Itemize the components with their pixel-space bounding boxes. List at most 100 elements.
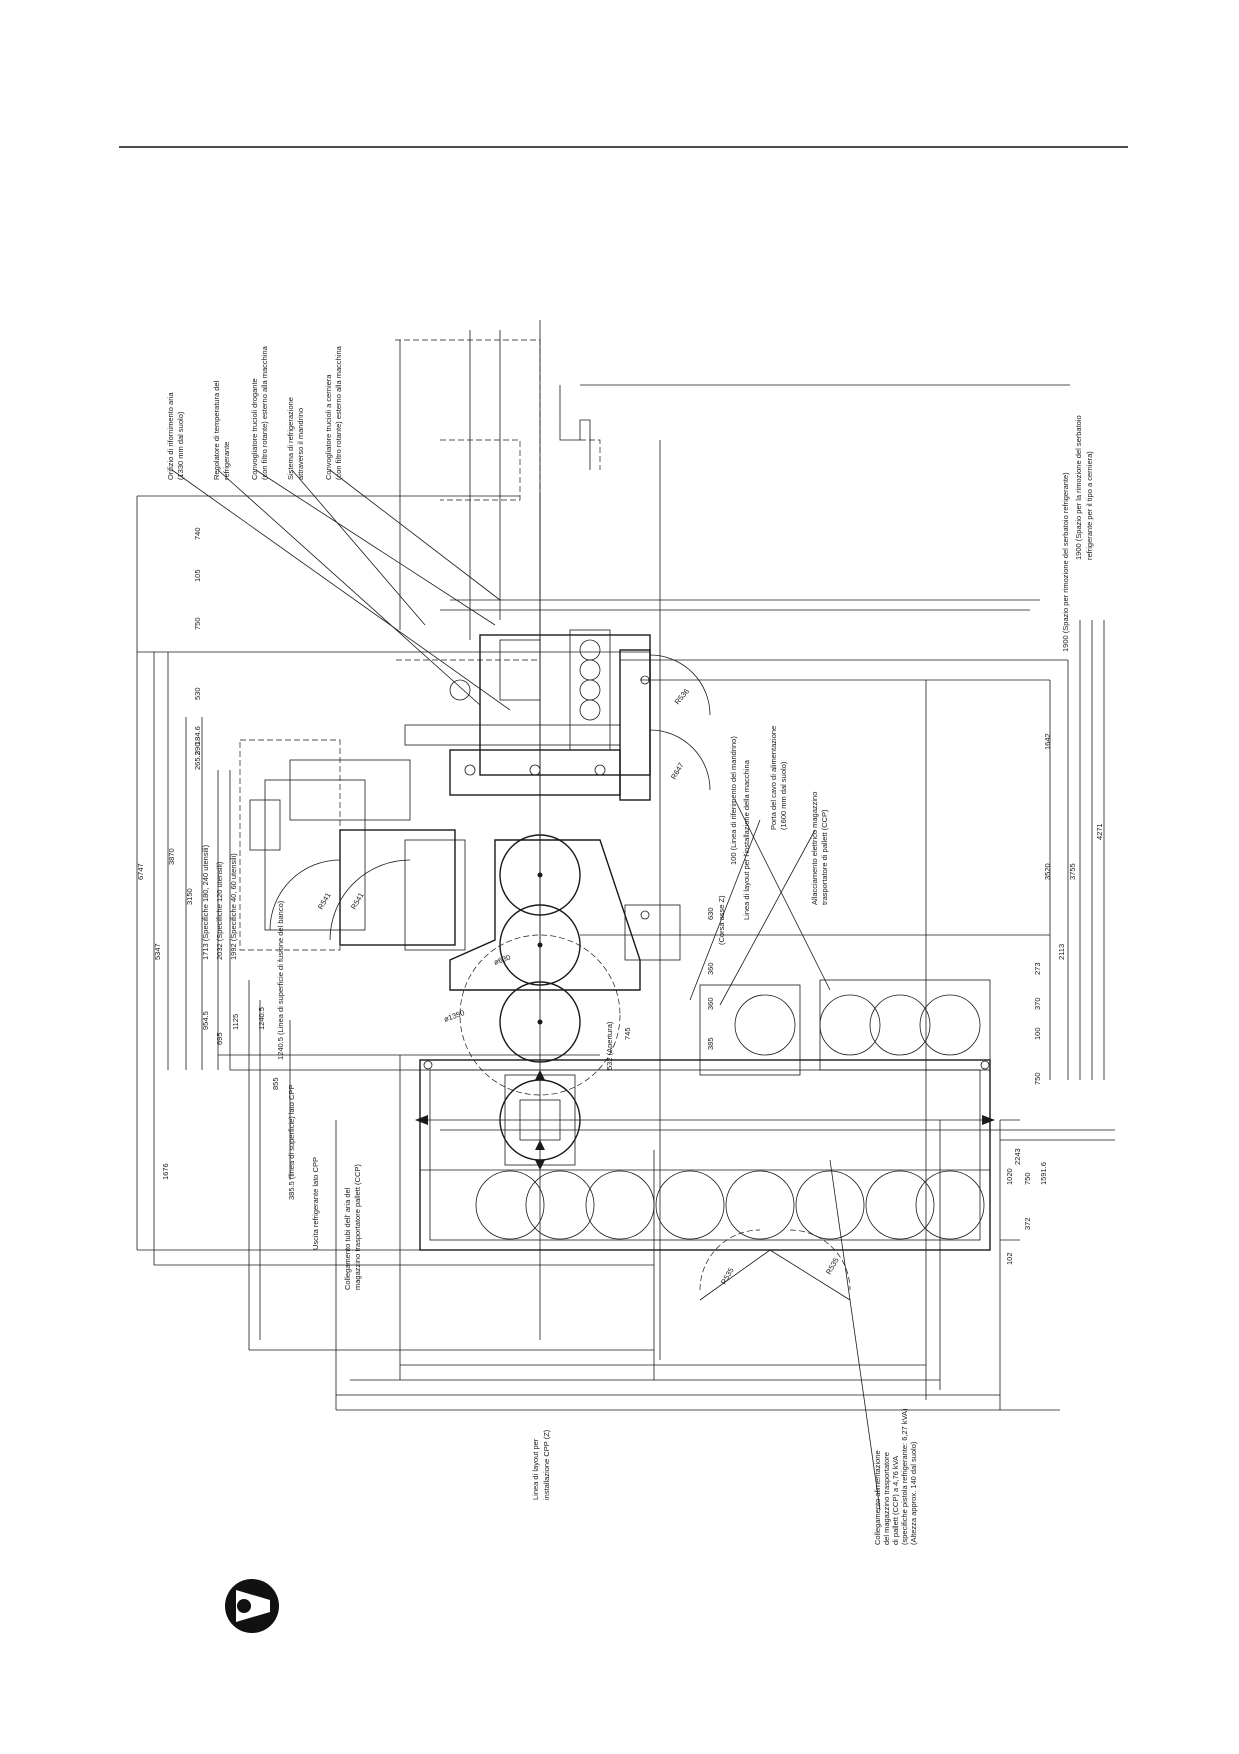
label-air-pipes-2: magazzino trasportatore pallett (CCP) — [353, 1164, 362, 1290]
dim-265: 265.2 — [193, 751, 202, 770]
dim-2243: 2243 — [1013, 1148, 1022, 1165]
label-coolant-exit: Uscita refrigerante lato CPP — [311, 1157, 320, 1250]
dim-184: 184.6 — [193, 726, 202, 745]
dim-630: 630 — [706, 907, 715, 920]
dim-3870: 3870 — [167, 848, 176, 865]
svg-text:Sistema di refrigerazioneattra: Sistema di refrigerazioneattraverso il m… — [286, 397, 305, 480]
label-tank1: 1900 (Spazio per rimozione del serbatoio… — [1061, 472, 1070, 652]
dim-273: 273 — [1033, 962, 1042, 975]
dim-102: 102 — [1005, 1252, 1014, 1265]
dim-745: 745 — [623, 1027, 632, 1040]
dim-spec-1992: 1992 (Specifiche 40, 60 utensili) — [229, 853, 238, 960]
dimension-frame — [136, 495, 1105, 1411]
label-elec-mag-1: Allacciamento elettrico magazzino — [810, 792, 819, 905]
label-spindle: 100 (Linea di riferimento del mandrino) — [729, 736, 738, 865]
svg-text:Porta del cavo di alimentazion: Porta del cavo di alimentazione(1600 mm … — [769, 726, 788, 830]
dim-530: 530 — [193, 687, 202, 700]
label-cooling-1: Sistema di refrigerazione — [286, 397, 295, 480]
label-layout-machine: Linea di layout per l'installazione dell… — [742, 759, 751, 920]
leader-lines — [171, 469, 881, 1511]
dim-1240: 1240.5 — [257, 1007, 266, 1030]
diameter-1350: ø1350 — [443, 1008, 466, 1024]
dim-1591: 1591.6 — [1039, 1162, 1048, 1185]
label-cpp-layout-1: Linea di layout per — [531, 1438, 540, 1500]
dim-855: 855 — [271, 1077, 280, 1090]
radius-r536: R536 — [673, 687, 691, 707]
dim-2113: 2113 — [1057, 944, 1066, 960]
dim-3755: 3755 — [1068, 863, 1077, 880]
label-air-2: (1330 mm dal suolo) — [176, 411, 185, 480]
label-power-conn-4: (specifiche pistola refrigerante: 6,27 k… — [900, 1408, 909, 1545]
radius-r535-b: R535 — [824, 1256, 841, 1276]
dim-390: 390 — [193, 742, 202, 755]
dim-100: 100 — [1033, 1027, 1042, 1040]
label-power-conn-3: di pallett (CCP) a 4,76 kVA — [891, 1456, 900, 1545]
label-coolant-out: 385.5 (linea di superficie) lato CPP — [287, 1085, 296, 1200]
dim-370: 370 — [1033, 997, 1042, 1010]
label-cpp-layout-2: installazione CPP (Z) — [542, 1429, 551, 1500]
label-chip2-1: Convogliatore trucioli a cerniera — [324, 374, 333, 480]
label-chip1-1: Convogliatore trucioli drogante — [250, 378, 259, 480]
dim-360-a: 360 — [706, 962, 715, 975]
text-labels: Orifizio di rifornimento aria(1330 mm da… — [166, 345, 1094, 1545]
label-power-cable-1: Porta del cavo di alimentazione — [769, 726, 778, 830]
diameter-630: ø630 — [493, 953, 512, 967]
svg-text:Allacciamento elettrico magazz: Allacciamento elettrico magazzinotraspor… — [810, 792, 829, 905]
svg-text:Orifizio di rifornimento aria(: Orifizio di rifornimento aria(1330 mm da… — [166, 392, 185, 480]
dim-1676: 1676 — [161, 1163, 170, 1180]
label-tank2-2: refrigerante per il tipo a cerniera) — [1085, 451, 1094, 560]
radius-r541-a: R541 — [316, 891, 333, 911]
dim-750-r2: 750 — [1023, 1172, 1032, 1185]
label-power-conn-5: (Altezza approx. 140 dal suolo) — [909, 1441, 918, 1545]
label-chip2-2: (con filtro rotante) esterno alla macchi… — [334, 345, 343, 480]
dim-1020: 1020 — [1005, 1168, 1014, 1185]
axis-lines — [440, 320, 1115, 1360]
label-temp-2: refrigerante — [222, 442, 231, 480]
svg-text:Collegamento alimentazione: Collegamento alimentazione del magazzino… — [873, 1406, 918, 1545]
dim-360-b: 360 — [706, 997, 715, 1010]
dim-695: 695 — [215, 1032, 224, 1045]
dim-1125: 1125 — [231, 1014, 240, 1030]
svg-text:Convogliatore trucioli drogant: Convogliatore trucioli drogante(con filt… — [250, 345, 269, 480]
svg-text:Regolatore di temperatura delr: Regolatore di temperatura delrefrigerant… — [212, 380, 231, 480]
svg-text:1900 (Spazio per la rimozione: 1900 (Spazio per la rimozione del serbat… — [1074, 415, 1094, 560]
dim-spec-2032: 2032 (Specifiche 120 utensili) — [215, 861, 224, 960]
dim-spec-1713: 1713 (Specifiche 180, 240 utensili) — [201, 844, 210, 960]
dim-5347: 5347 — [153, 943, 162, 960]
label-elec-mag-2: trasportatore di pallett (CCP) — [820, 809, 829, 905]
dim-3520: 3520 — [1043, 863, 1052, 880]
dim-954: 954.5 — [201, 1011, 210, 1030]
dim-3150: 3150 — [185, 888, 194, 905]
dim-385: 385 — [706, 1037, 715, 1050]
label-cooling-2: attraverso il mandrino — [296, 408, 305, 480]
label-air-pipes-1: Collegamento tubi dell' aria del — [343, 1187, 352, 1290]
label-chip1-2: (con filtro rotante) esterno alla macchi… — [260, 345, 269, 480]
svg-text:Convogliatore trucioli a cerni: Convogliatore trucioli a cerniera(con fi… — [324, 345, 343, 480]
dim-1642: 1642 — [1043, 733, 1052, 750]
dim-740: 740 — [193, 527, 202, 540]
dim-105: 105 — [193, 569, 202, 582]
dim-372: 372 — [1023, 1217, 1032, 1230]
machine-body — [404, 629, 711, 801]
label-table-surface: 1240.5 (Linea di superficie di fusione d… — [276, 900, 285, 1060]
dim-4271: 4271 — [1095, 823, 1104, 840]
label-temp-1: Regolatore di temperatura del — [212, 380, 221, 480]
svg-text:Collegamento tubi dell' aria d: Collegamento tubi dell' aria delmagazzin… — [343, 1164, 362, 1290]
label-power-cable-2: (1600 mm dal suolo) — [779, 761, 788, 830]
dim-532: 532 (Apertura) — [605, 1021, 614, 1070]
label-power-conn-2: del magazzino trasportatore — [882, 1452, 891, 1545]
logo-mark — [225, 1579, 279, 1633]
label-air-1: Orifizio di rifornimento aria — [166, 392, 175, 480]
radius-r541-b: R541 — [349, 891, 366, 911]
label-tank2-1: 1900 (Spazio per la rimozione del serbat… — [1074, 415, 1083, 560]
dim-z-stroke: (Corsa asse Z) — [717, 895, 726, 945]
radius-r647: R647 — [669, 761, 686, 781]
pallet-conveyor — [415, 979, 995, 1301]
dim-750: 750 — [193, 617, 202, 630]
tool-magazine — [239, 739, 466, 951]
dim-6747: 6747 — [136, 863, 145, 880]
coolant-units-outline — [395, 330, 1070, 1000]
